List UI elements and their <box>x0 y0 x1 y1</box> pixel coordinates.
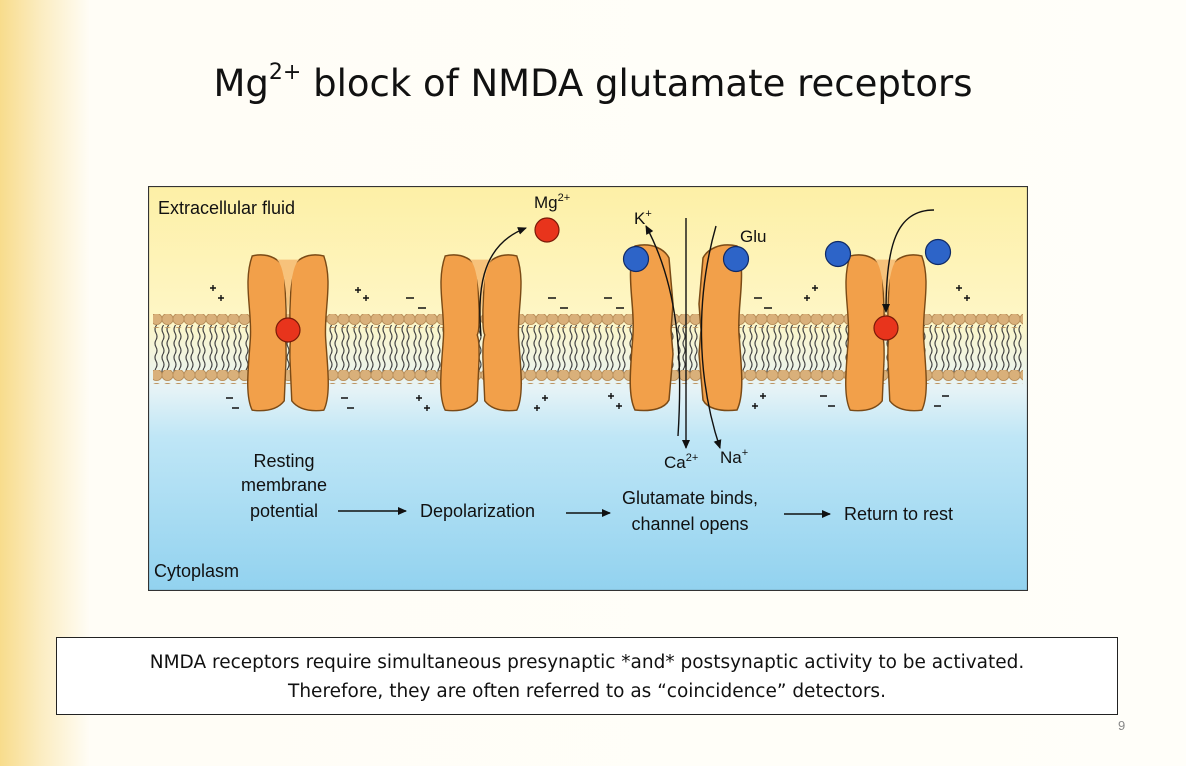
mg-ion-resting <box>275 317 301 343</box>
membrane-charges <box>210 285 970 411</box>
step-resting: Resting membrane potential <box>241 451 327 521</box>
step-glutamate-line2: channel opens <box>631 514 748 534</box>
step-return: Return to rest <box>844 504 953 524</box>
cytoplasm-label: Cytoplasm <box>154 561 239 581</box>
caption-line-1: NMDA receptors require simultaneous pres… <box>149 652 1025 673</box>
glutamate-ball-4 <box>924 238 952 266</box>
mg-ion-return <box>873 315 899 341</box>
slide-title: Mg2+ block of NMDA glutamate receptors <box>0 59 1186 105</box>
potassium-label: K+ <box>634 208 652 228</box>
step-resting-line3: potential <box>250 501 318 521</box>
mg-exit-arrow <box>479 227 527 337</box>
page-number: 9 <box>1118 718 1126 733</box>
mg-return-arrow <box>882 209 935 313</box>
step-depolarization: Depolarization <box>420 501 535 521</box>
caption-line-2: Therefore, they are often referred to as… <box>288 681 886 702</box>
title-mg: Mg <box>213 62 269 105</box>
potassium-exit-arrow <box>645 225 681 437</box>
glutamate-label: Glu <box>740 227 766 246</box>
sodium-entry-arrow <box>700 225 722 449</box>
title-superscript: 2+ <box>268 59 302 85</box>
glutamate-ball-1 <box>622 245 650 273</box>
title-rest: block of NMDA glutamate receptors <box>301 62 973 105</box>
mg-ion-label: Mg2+ <box>534 192 570 212</box>
sodium-label: Na+ <box>720 447 748 467</box>
step-glutamate-line1: Glutamate binds, <box>622 488 758 508</box>
step-resting-line1: Resting <box>253 451 314 471</box>
step-resting-line2: membrane <box>241 475 327 495</box>
nmda-receptor-diagram: Extracellular fluid Cytoplasm Mg2+ K+ Gl… <box>148 186 1028 591</box>
calcium-label: Ca2+ <box>664 452 698 472</box>
mg-ion-expelled <box>534 217 560 243</box>
caption-box: NMDA receptors require simultaneous pres… <box>56 637 1118 715</box>
extracellular-label: Extracellular fluid <box>158 198 295 218</box>
step-glutamate: Glutamate binds, channel opens <box>622 488 758 534</box>
glutamate-ball-3 <box>824 240 852 268</box>
glutamate-ball-2 <box>722 245 750 273</box>
